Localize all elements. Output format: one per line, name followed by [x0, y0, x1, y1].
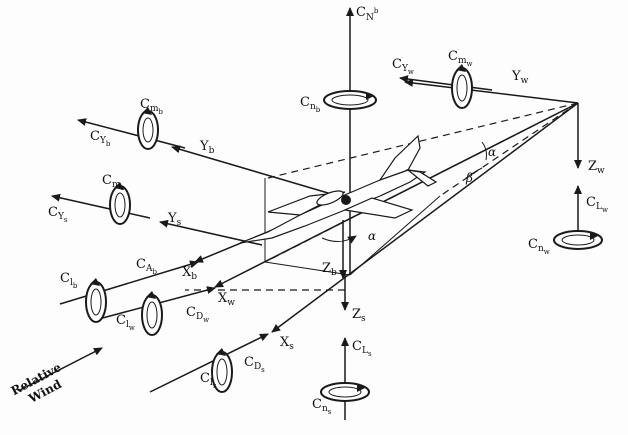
cm-b-moment-icon — [137, 107, 159, 150]
label-zw: Zw — [588, 159, 605, 176]
yw-axis — [404, 78, 579, 104]
relative-wind-label: Relative Wind — [9, 360, 65, 406]
label-cl-s-roll: Cls — [200, 371, 217, 390]
label-xb: Xb — [182, 265, 197, 282]
yb-axis — [171, 145, 346, 199]
label-cn-s: Cns — [312, 397, 332, 416]
label-cl-s-lift: CLs — [352, 339, 372, 358]
label-cy-b: CYb — [90, 129, 111, 148]
label-cn-w: Cnw — [528, 237, 550, 256]
label-cl-b: Clb — [60, 271, 78, 290]
alpha-label-low: α — [368, 229, 376, 243]
cl-w-moment-icon — [141, 291, 163, 336]
alpha-arc — [481, 141, 487, 161]
cd-s-force-arrow — [149, 333, 269, 393]
label-cy-s: CYs — [48, 205, 68, 224]
label-cy-w: CYw — [392, 57, 414, 76]
label-cm-w: Cmw — [448, 49, 473, 68]
label-cm-b: Cmb — [140, 97, 164, 116]
beta-arc — [465, 167, 483, 179]
label-cm-s: Cms — [102, 173, 125, 192]
cl-s-moment-icon — [211, 348, 233, 393]
cy-w-force-arrow — [399, 75, 493, 91]
ca-b-force-arrow — [59, 260, 199, 305]
label-ca-b: CAb — [136, 257, 157, 276]
frame-line — [349, 195, 441, 276]
label-cl-w-roll: Clw — [116, 313, 135, 332]
label-xw: Xw — [218, 291, 235, 308]
construction-line — [267, 102, 579, 179]
cl-b-moment-icon — [85, 278, 107, 323]
cn-b-moment-icon — [323, 90, 377, 110]
cn-s-moment-icon — [320, 382, 370, 402]
cm-s-moment-icon — [109, 182, 131, 225]
aircraft — [239, 134, 438, 244]
label-yb: Yb — [199, 139, 215, 156]
cn-w-moment-icon — [553, 230, 603, 250]
cy-b-force-arrow — [77, 118, 186, 149]
label-cd-s: CDs — [244, 355, 265, 374]
frame-line — [264, 261, 351, 276]
label-zs: Zs — [352, 307, 366, 324]
relative-wind-arrow — [19, 347, 103, 391]
alpha-arc-body — [321, 235, 357, 244]
construction-line — [264, 102, 579, 263]
cm-w-moment-icon — [451, 64, 473, 109]
label-yw: Yw — [511, 69, 529, 86]
construction-line — [439, 102, 579, 197]
label-xs: Xs — [280, 335, 294, 352]
alpha-label-top: α — [488, 145, 496, 159]
beta-label: β — [465, 171, 473, 185]
label-cl-w-lift: CLw — [586, 195, 608, 214]
cy-s-force-arrow — [51, 193, 151, 219]
label-cn-b: CNb — [356, 5, 379, 23]
xs-axis — [271, 102, 579, 333]
label-zb: Zb — [322, 261, 337, 278]
label-ys: Ys — [167, 211, 182, 228]
label-cd-w: CDw — [186, 305, 209, 324]
label-cn-b-moment: Cnb — [300, 95, 321, 114]
